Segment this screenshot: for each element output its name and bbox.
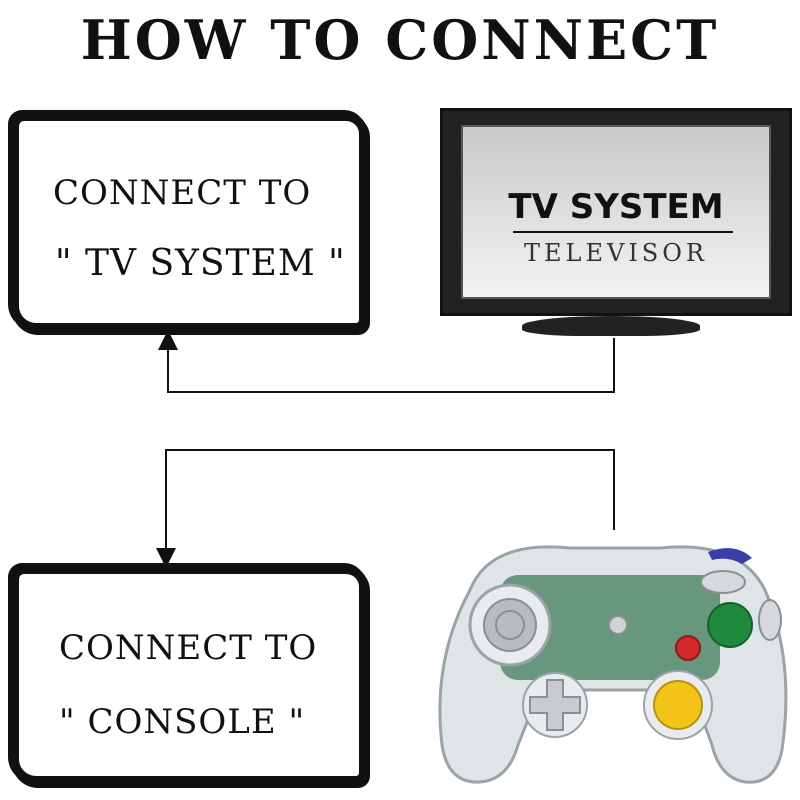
- console-box-line1: Connect to: [59, 628, 318, 668]
- tv-stand: [522, 316, 700, 336]
- a-button-icon: [707, 602, 753, 648]
- z-button-icon: [708, 548, 752, 564]
- tv-screen-label: TV SYSTEM: [508, 187, 724, 227]
- tv-screen: TV SYSTEM TELEVISOR: [461, 125, 771, 299]
- game-controller-icon: [438, 545, 788, 784]
- page-title: How To Connect: [80, 8, 720, 72]
- tv-screen-rule: [513, 231, 733, 233]
- console-box: Connect to " Console ": [10, 565, 368, 785]
- tv-system-box: Connect to " TV System ": [10, 112, 368, 332]
- tv-screen-sublabel: TELEVISOR: [524, 239, 708, 267]
- tv-box-line2: " TV System ": [55, 243, 346, 284]
- console-box-line2: " Console ": [59, 702, 306, 742]
- tv-box-line1: Connect to: [53, 173, 312, 213]
- arrow-down-icon: [156, 449, 615, 568]
- arrow-up-icon: [158, 330, 615, 393]
- b-button-icon: [675, 635, 701, 661]
- start-button-icon: [608, 615, 628, 635]
- dpad-icon: [529, 679, 581, 731]
- analog-stick-icon: [483, 598, 537, 652]
- y-button-icon: [700, 570, 746, 594]
- c-stick-icon: [653, 680, 703, 730]
- x-button-icon: [758, 599, 782, 641]
- television-icon: TV SYSTEM TELEVISOR: [440, 108, 792, 316]
